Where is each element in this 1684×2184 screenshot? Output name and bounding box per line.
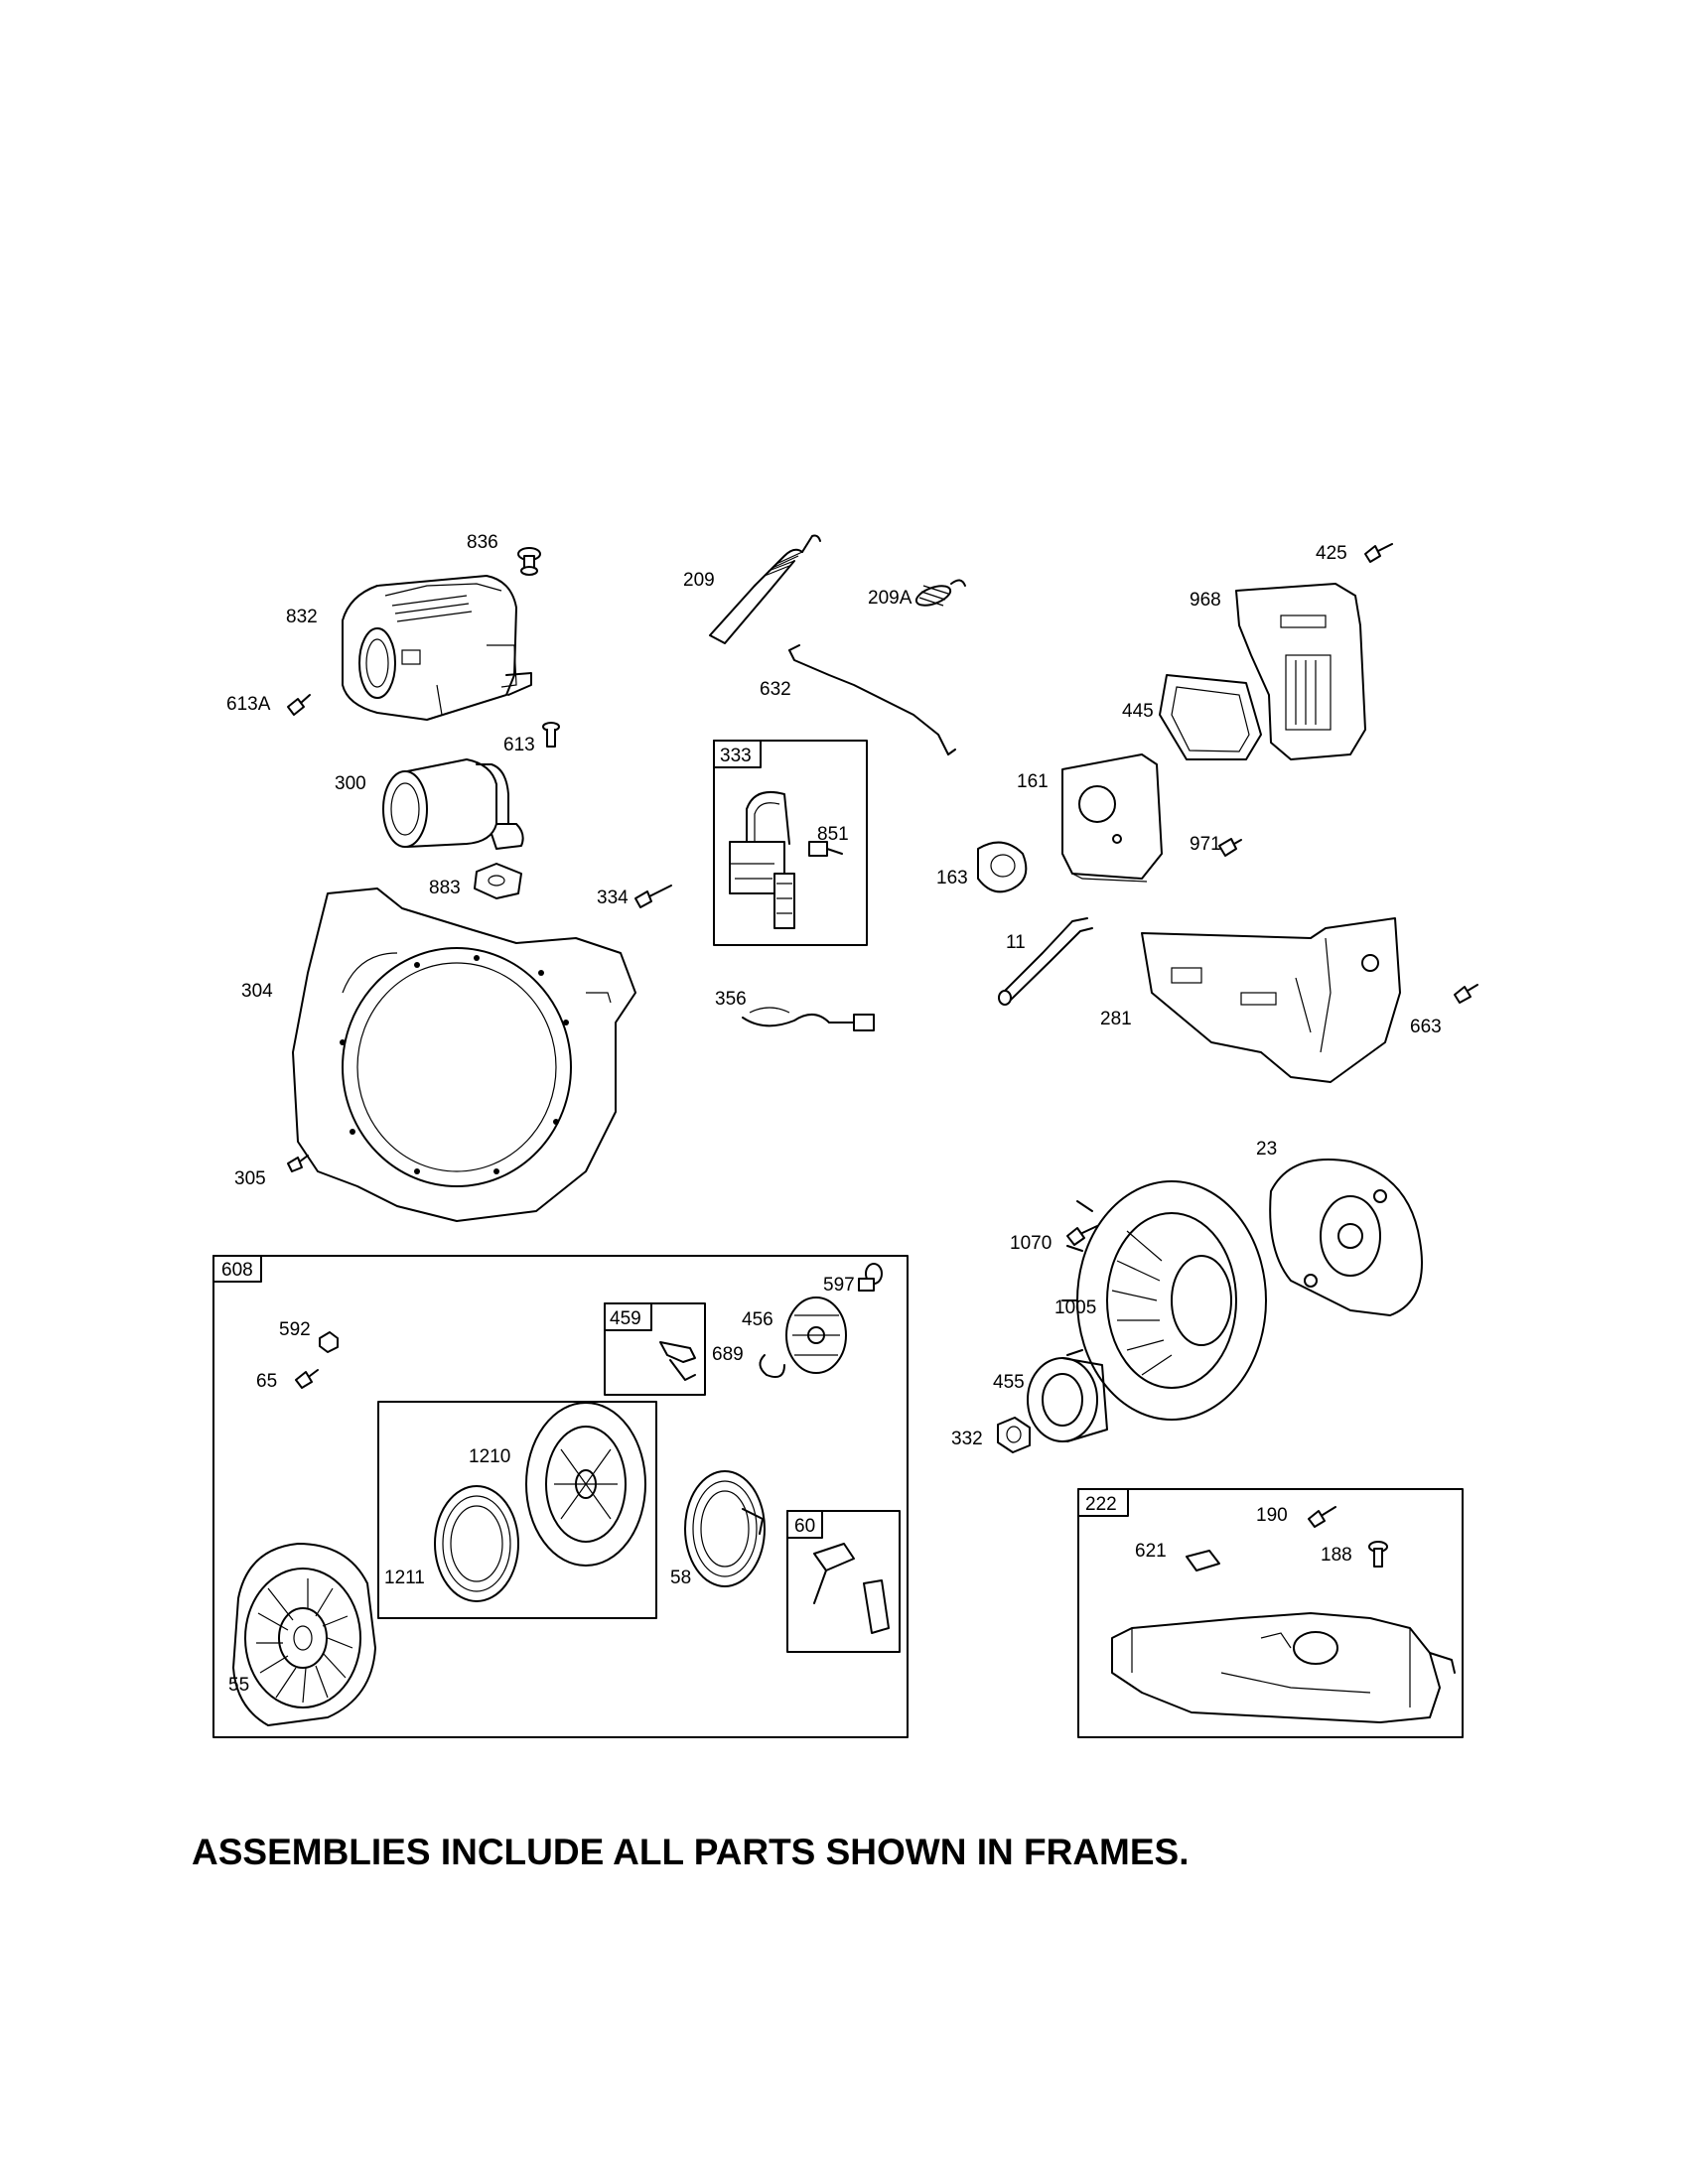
frame-1210-group [377,1401,657,1619]
part-968-air-cleaner-cover [1235,583,1366,760]
part-188-screw [1368,1541,1388,1568]
label-455: 455 [993,1372,1025,1393]
label-209: 209 [683,570,715,591]
part-161-air-cleaner-base [1061,753,1163,883]
part-190-screw [1308,1506,1336,1528]
part-304-blower-housing [292,887,636,1222]
label-163: 163 [936,868,968,888]
frame-60-label: 60 [794,1516,815,1537]
label-23: 23 [1256,1139,1277,1160]
label-1070: 1070 [1010,1233,1052,1254]
frame-608: 608 [212,1255,909,1738]
label-332: 332 [951,1429,983,1449]
label-305: 305 [234,1168,266,1189]
part-632-link [788,644,956,755]
part-613-screw [542,722,560,748]
part-456-retainer [785,1297,847,1374]
label-832: 832 [286,607,318,627]
frame-333-label: 333 [720,746,752,766]
part-689-clip [759,1354,785,1378]
part-851-screw [808,841,843,857]
label-55: 55 [228,1675,249,1696]
label-1005: 1005 [1054,1297,1096,1318]
label-836: 836 [467,532,498,553]
label-613A: 613A [226,694,271,715]
part-209-governor-spring [709,534,821,644]
part-613A-screw [287,694,311,716]
part-1005-fan [1061,1180,1267,1421]
label-597: 597 [823,1275,855,1296]
label-161: 161 [1017,771,1049,792]
frame-333: 333 [713,740,868,946]
part-209A-spring [914,579,966,607]
label-1210: 1210 [469,1446,510,1467]
part-459-pawl [659,1341,696,1381]
part-621-link [1186,1550,1220,1571]
label-445: 445 [1122,701,1154,722]
part-222-control-bracket [1111,1612,1456,1723]
label-632: 632 [760,679,791,700]
label-188: 188 [1321,1545,1352,1566]
label-968: 968 [1190,590,1221,611]
part-455-starter-cup [1027,1357,1108,1442]
label-689: 689 [712,1344,744,1365]
part-334-screw [634,885,672,908]
label-425: 425 [1316,543,1347,564]
label-300: 300 [335,773,366,794]
label-883: 883 [429,878,461,898]
part-305-screw [287,1155,309,1172]
frame-459: 459 [604,1302,706,1396]
part-836-screw [517,547,541,576]
part-11-tube [998,917,1093,1006]
part-65-screw [295,1369,319,1389]
label-851: 851 [817,824,849,845]
frame-608-label: 608 [221,1260,253,1281]
part-332-nut [997,1417,1031,1453]
part-163-gasket [977,841,1028,893]
frame-459-label: 459 [610,1308,641,1329]
frame-60: 60 [786,1510,901,1653]
part-356-ground-wire [742,1007,875,1031]
frame-222-label: 222 [1085,1494,1117,1515]
part-333-armature [729,790,795,929]
part-1211-spring [434,1485,519,1602]
part-592-nut [319,1331,339,1353]
label-190: 190 [1256,1505,1288,1526]
part-832-cylinder-shroud [342,575,532,721]
footer-note: ASSEMBLIES INCLUDE ALL PARTS SHOWN IN FR… [192,1832,1190,1872]
label-58: 58 [670,1568,691,1588]
part-663-screw [1454,984,1478,1004]
part-23-flywheel [1269,1159,1423,1316]
part-597-screw [858,1263,883,1292]
label-356: 356 [715,989,747,1010]
label-621: 621 [1135,1541,1167,1562]
label-304: 304 [241,981,273,1002]
label-11: 11 [1006,932,1026,953]
label-209A: 209A [868,588,912,609]
label-613: 613 [503,735,535,755]
frame-222: 222 [1077,1488,1464,1738]
part-60-handle [813,1543,890,1634]
part-883-gasket [474,863,522,899]
label-1211: 1211 [384,1568,425,1588]
part-281-bracket [1141,917,1401,1083]
part-971-screw [1218,838,1242,857]
part-300-muffler [382,758,524,850]
part-1210-pulley [525,1402,646,1567]
label-971: 971 [1190,834,1221,855]
part-445-air-filter [1159,674,1262,760]
part-55-housing [232,1543,376,1726]
label-456: 456 [742,1309,773,1330]
part-1070-screw [1066,1225,1098,1246]
label-281: 281 [1100,1009,1132,1029]
part-58-rope [684,1470,766,1587]
label-334: 334 [597,887,629,908]
part-425-screw [1364,543,1393,563]
label-663: 663 [1410,1017,1442,1037]
label-65: 65 [256,1371,277,1392]
label-592: 592 [279,1319,311,1340]
